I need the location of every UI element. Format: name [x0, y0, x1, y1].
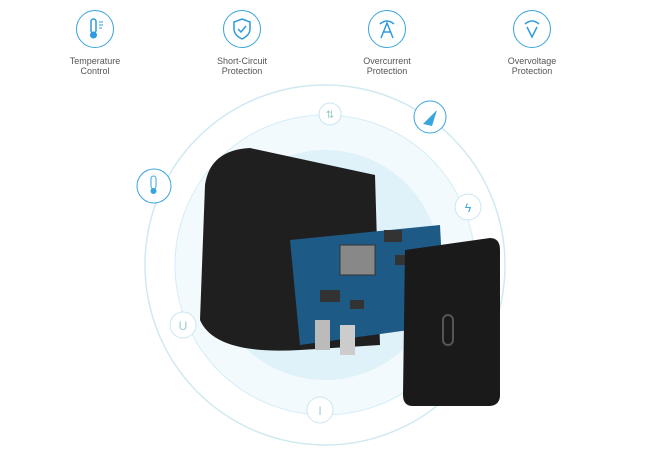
feature-label: Control	[80, 66, 110, 76]
feature-label: Protection	[511, 66, 553, 76]
feature-label: Temperature	[69, 56, 121, 66]
svg-text:U: U	[179, 319, 188, 333]
feature-label: Protection	[366, 66, 408, 76]
feature-label: Short-Circuit	[216, 56, 267, 66]
charger-body	[200, 148, 500, 406]
feature-label: Overcurrent	[363, 56, 411, 66]
charger-plate	[403, 238, 500, 406]
thermometer-icon	[76, 10, 114, 48]
overvoltage-icon	[513, 10, 551, 48]
outer-ring	[144, 84, 506, 446]
svg-text:ϟ: ϟ	[465, 201, 472, 215]
overcurrent-icon	[368, 10, 406, 48]
svg-text:⇅: ⇅	[326, 110, 334, 121]
orbit-icons: ⇅ ϟ U I	[136, 100, 482, 424]
usb-c-port	[442, 314, 454, 346]
feature-label: Protection	[221, 66, 263, 76]
shield-check-icon	[223, 10, 261, 48]
svg-text:I: I	[318, 404, 321, 418]
feature-label: Overvoltage	[507, 56, 557, 66]
